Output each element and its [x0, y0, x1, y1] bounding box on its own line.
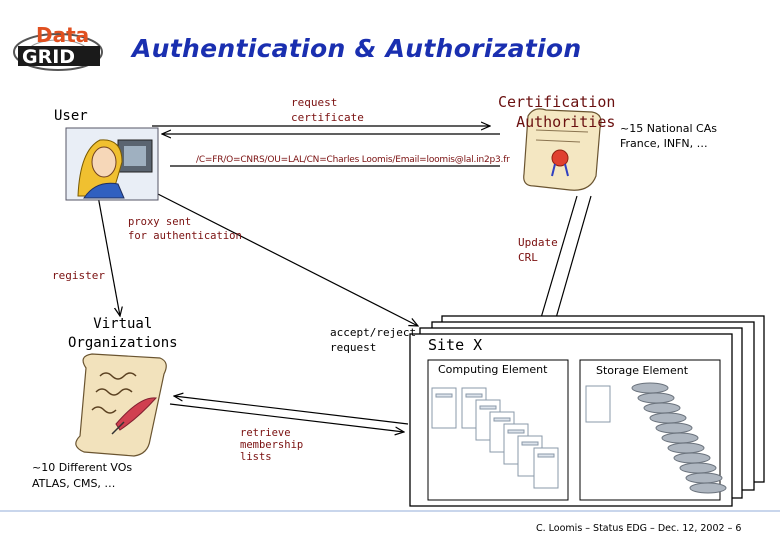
arrow-update-crl-1: [538, 195, 578, 328]
retrieve-membership-label: retrieve membership lists: [240, 427, 304, 463]
distinguished-name: /C=FR/O=CNRS/OU=LAL/CN=Charles Loomis/Em…: [196, 155, 510, 165]
computing-element-server-icon: [431, 387, 559, 489]
slide-footer: C. Loomis – Status EDG – Dec. 12, 2002 –…: [536, 523, 742, 534]
national-cas-note: ~15 National CAs France, INFN, …: [620, 122, 717, 150]
datagrid-logo: Data GRID: [10, 16, 128, 72]
update-crl-label: Update CRL: [518, 236, 558, 264]
vo-scroll-quill-icon: [75, 353, 167, 457]
user-at-computer-icon: [65, 127, 159, 201]
site-x-label: Site X: [428, 336, 483, 354]
certificate-scroll-icon: [523, 108, 602, 191]
storage-element-label: Storage Element: [596, 364, 689, 377]
arrow-retrieve-1: [174, 396, 409, 425]
computing-element-label: Computing Element: [438, 363, 548, 376]
arrow-update-crl-2: [552, 195, 592, 332]
request-certificate-label: request certificate: [291, 96, 364, 124]
accept-reject-label: accept/reject request: [330, 326, 417, 354]
arrow-retrieve-2: [169, 403, 404, 432]
virtual-organizations-label: Virtual Organizations: [68, 316, 178, 351]
storage-element-disk-icon: [585, 382, 727, 494]
logo-data-text: Data: [36, 23, 89, 47]
logo-grid-text: GRID: [22, 46, 75, 68]
user-label: User: [54, 108, 88, 124]
vo-count-note: ~10 Different VOs ATLAS, CMS, …: [32, 461, 133, 490]
register-label: register: [52, 269, 105, 282]
slide-title: Authentication & Authorization: [132, 34, 582, 63]
footer-rule: [0, 510, 780, 512]
certification-authorities-label: Certification Authorities: [498, 93, 616, 131]
proxy-label: proxy sent for authentication: [128, 216, 242, 242]
arrow-register: [97, 195, 120, 316]
arrow-proxy-authentication: [149, 189, 418, 326]
